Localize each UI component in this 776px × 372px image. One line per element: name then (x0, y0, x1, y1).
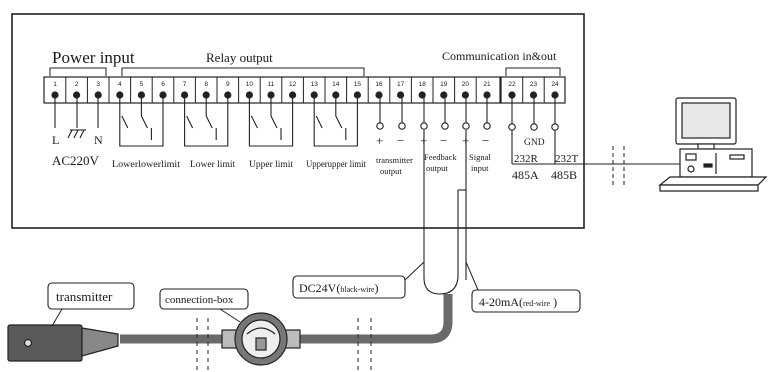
terminal-number: 11 (268, 81, 275, 88)
terminal-number: 19 (440, 81, 448, 88)
terminal-screw (375, 91, 383, 99)
ma-callout: 4-20mA(red-wire ) (465, 261, 581, 313)
feedback-output-label: Feedback output (424, 152, 459, 173)
terminal-number: 4 (118, 81, 122, 88)
power-input-title: Power input (52, 48, 135, 67)
terminal-number: 15 (354, 81, 362, 88)
terminal-number: 17 (397, 81, 405, 88)
cable-bundle (423, 130, 467, 295)
relay-label-upper: Upper limit (249, 160, 293, 170)
power-l-label: L (52, 133, 59, 147)
terminal-number: 23 (530, 81, 538, 88)
relay-contact-1 (121, 115, 129, 129)
signal-input-label: Signal input (469, 152, 493, 173)
transmitter-output-label: transmitter output (376, 155, 415, 176)
terminal-screw (418, 91, 426, 99)
terminal-screw (440, 91, 448, 99)
power-voltage-label: AC220V (52, 153, 100, 168)
relay-contact-3 (250, 115, 258, 129)
minus-mark-21: − (482, 133, 489, 148)
sensor-cable (120, 294, 453, 344)
relay-contact-2 (205, 95, 213, 129)
relay-contact-4 (315, 115, 323, 129)
relay-contact-3 (248, 95, 294, 147)
signal-wiring (376, 95, 491, 130)
rs485-b-label: 485B (551, 168, 577, 182)
ma-callout-text: 4-20mA(red-wire ) (479, 295, 557, 309)
plus-mark-16: + (376, 133, 383, 148)
relay-contact-4 (335, 95, 343, 129)
terminal-number: 2 (75, 81, 79, 88)
terminal-number: 22 (508, 81, 516, 88)
terminal-number: 10 (246, 81, 254, 88)
terminal-number: 14 (332, 81, 340, 88)
connection-box-callout-text: connection-box (165, 294, 234, 306)
relay-label-lowerlower: Lowerlowerlimit (112, 160, 180, 170)
terminal-number: 18 (419, 81, 427, 88)
relay-wiring (119, 95, 358, 147)
terminal-number: 20 (462, 81, 470, 88)
terminal-number: 5 (140, 81, 144, 88)
transmitter-callout-text: transmitter (56, 289, 113, 304)
sensor-cable-breaks (196, 318, 372, 370)
minus-mark-19: − (440, 133, 447, 148)
terminal-number: 6 (161, 81, 165, 88)
rs232-t-label: 232T (555, 153, 579, 165)
relay-label-lower: Lower limit (190, 160, 235, 170)
communication-title: Communication in&out (442, 49, 557, 63)
rs232-r-label: 232R (514, 153, 539, 165)
dc24v-callout: DC24V(black-wire) (292, 261, 425, 299)
title-brackets (49, 67, 561, 76)
terminal-number: 12 (289, 81, 297, 88)
terminal-screw (397, 91, 405, 99)
relay-contact-3 (270, 95, 278, 129)
terminal-dividers (65, 77, 545, 103)
connection-box-icon (221, 312, 301, 366)
relay-contact-1 (119, 95, 164, 147)
connection-box-callout: connection-box (159, 288, 249, 323)
minus-mark-17: − (397, 133, 404, 148)
transmitter-probe-icon (7, 324, 119, 362)
computer-icon (658, 97, 768, 192)
terminal-number: 1 (53, 81, 57, 88)
relay-contact-1 (140, 95, 148, 129)
rs485-a-label: 485A (512, 168, 539, 182)
power-n-label: N (94, 133, 103, 147)
terminal-number: 16 (375, 81, 383, 88)
gnd-label: GND (524, 138, 545, 148)
relay-output-title: Relay output (206, 50, 273, 65)
power-wiring (54, 95, 99, 139)
controller-panel (11, 13, 585, 229)
relay-contact-2 (186, 115, 194, 129)
relay-contact-4 (313, 95, 358, 147)
terminal-number: 3 (96, 81, 100, 88)
dc24v-callout-text: DC24V(black-wire) (299, 281, 379, 295)
terminal-number: 9 (226, 81, 230, 88)
terminal-number: 7 (183, 81, 187, 88)
terminal-screws (51, 91, 559, 99)
terminal-number: 24 (551, 81, 559, 88)
comm-wiring (508, 95, 680, 165)
relay-label-upperupper: Upperupper limit (306, 160, 366, 170)
terminal-screw (461, 91, 469, 99)
relay-contact-2 (184, 95, 229, 147)
terminal-number: 13 (311, 81, 319, 88)
terminal-number: 8 (204, 81, 208, 88)
comm-cable-break (612, 146, 625, 186)
terminal-number: 21 (483, 81, 491, 88)
transmitter-callout: transmitter (47, 282, 135, 327)
